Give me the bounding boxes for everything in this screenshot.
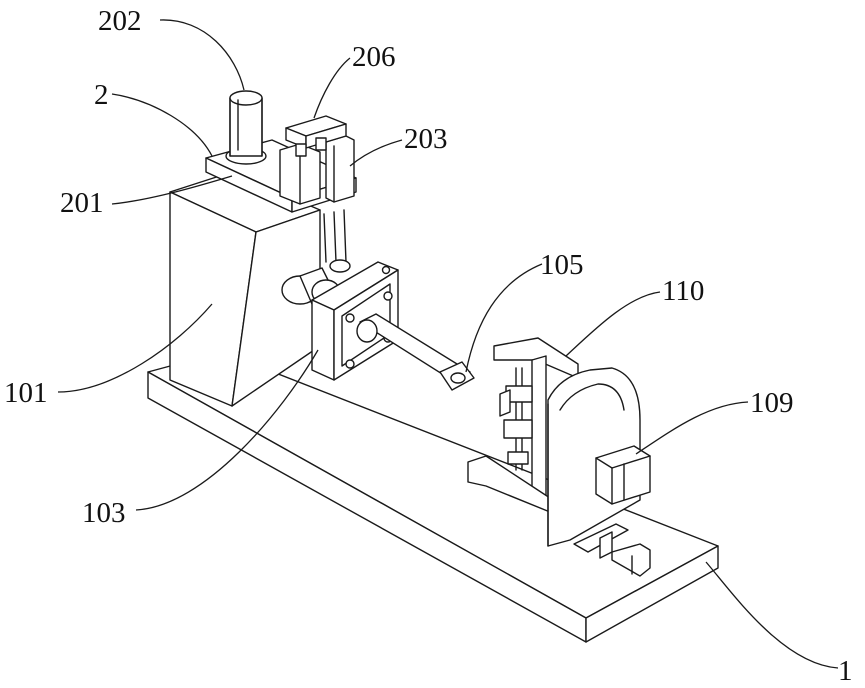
cylinder	[226, 91, 266, 164]
label-201: 201	[60, 187, 104, 219]
label-103: 103	[82, 497, 126, 529]
leader-202	[160, 20, 244, 90]
leader-1	[706, 562, 838, 668]
leader-206	[314, 58, 350, 118]
label-1: 1	[838, 655, 853, 687]
leader-2	[112, 94, 212, 156]
label-203: 203	[404, 123, 448, 155]
label-206: 206	[352, 41, 396, 73]
label-202: 202	[98, 5, 142, 37]
label-2: 2	[94, 79, 109, 111]
leader-110	[566, 292, 660, 356]
leader-109	[636, 402, 748, 454]
label-101: 101	[4, 377, 48, 409]
leader-203	[350, 140, 402, 166]
label-110: 110	[662, 275, 704, 307]
label-105: 105	[540, 249, 584, 281]
label-109: 109	[750, 387, 794, 419]
